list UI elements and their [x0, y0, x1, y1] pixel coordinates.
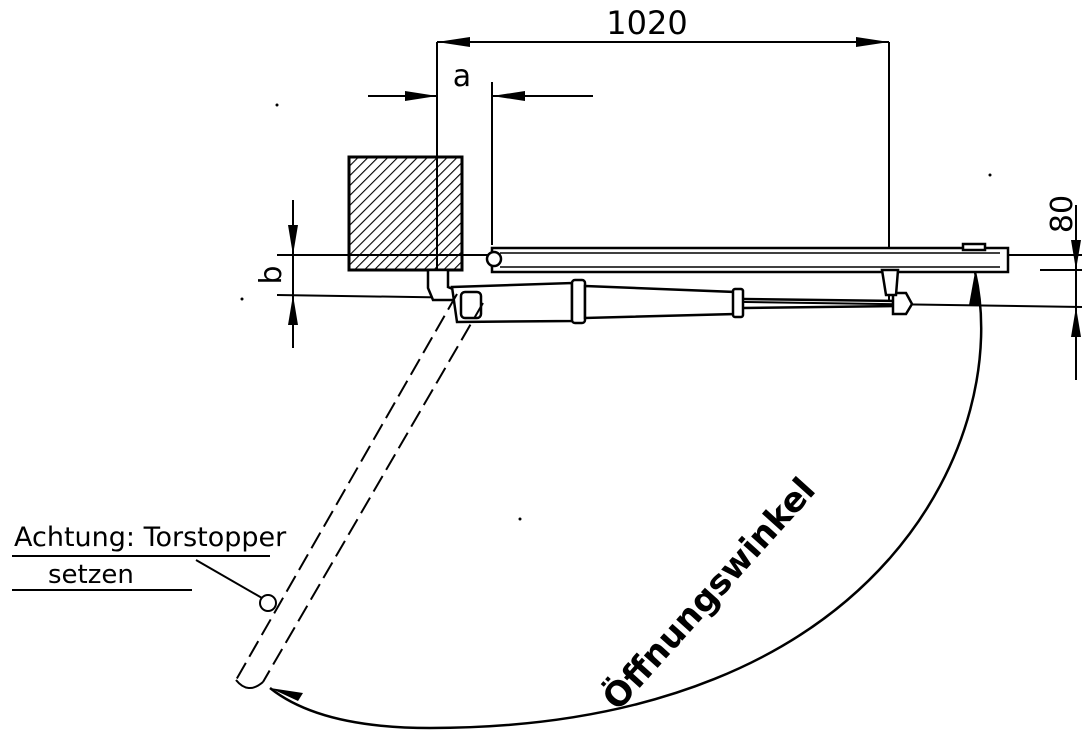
- gate-leaf-closed: [485, 242, 1010, 274]
- gate-leaf-open: [235, 293, 484, 683]
- note-line-1: Achtung: Torstopper: [14, 522, 287, 553]
- dimension-a: [368, 82, 593, 245]
- linear-actuator: [450, 268, 914, 325]
- dimension-b: [288, 200, 298, 348]
- dimension-b-label: b: [254, 265, 289, 284]
- note-line-2: setzen: [48, 560, 134, 590]
- dimension-a-label: a: [453, 59, 471, 94]
- opening-angle-arc: [269, 271, 983, 730]
- dimension-80: [1040, 205, 1082, 380]
- note-underlines: [12, 555, 270, 591]
- gate-stopper: [195, 559, 277, 612]
- wall-pillar: [347, 155, 464, 272]
- stray-marks: [240, 103, 992, 521]
- dimension-1020-label: 1020: [606, 4, 687, 42]
- gate-leaf-open-end: [235, 679, 264, 689]
- dimension-80-label: 80: [1045, 195, 1080, 233]
